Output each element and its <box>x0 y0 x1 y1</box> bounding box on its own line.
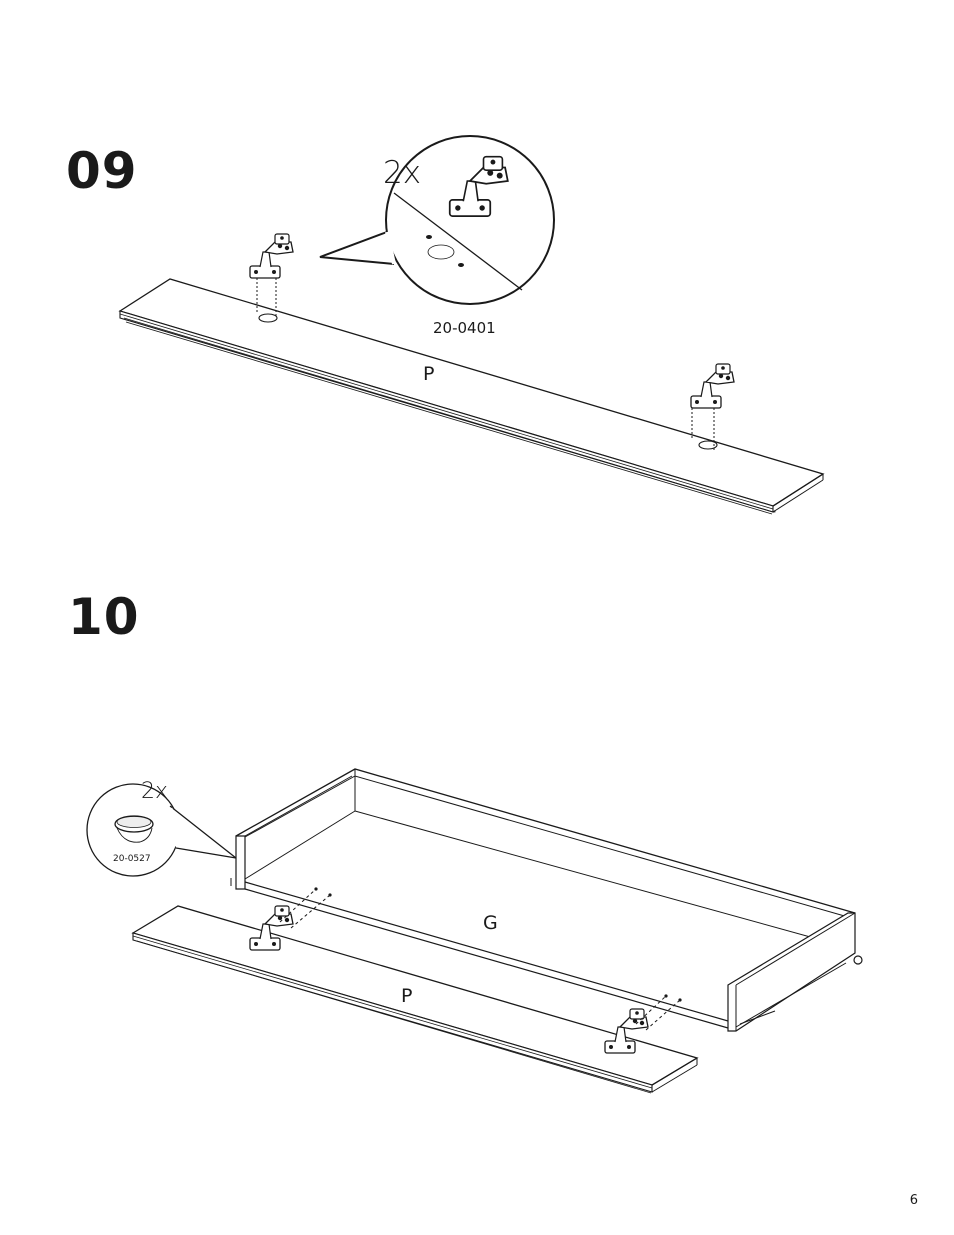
part-code: 20-0527 <box>113 854 151 864</box>
hinge-right-step09 <box>691 364 734 408</box>
drawer-label: G <box>483 912 498 934</box>
part-code: 20-0401 <box>433 319 496 337</box>
panel-label: P <box>423 363 434 385</box>
hinge-left-step09 <box>250 234 293 278</box>
page-number: 6 <box>910 1193 918 1208</box>
callout-quantity: 2x <box>383 155 421 191</box>
panel-label: P <box>401 985 412 1007</box>
hinge-cup-hole <box>259 314 277 322</box>
callout-quantity: 2x <box>141 779 168 804</box>
detail-callout-step09 <box>320 136 554 304</box>
